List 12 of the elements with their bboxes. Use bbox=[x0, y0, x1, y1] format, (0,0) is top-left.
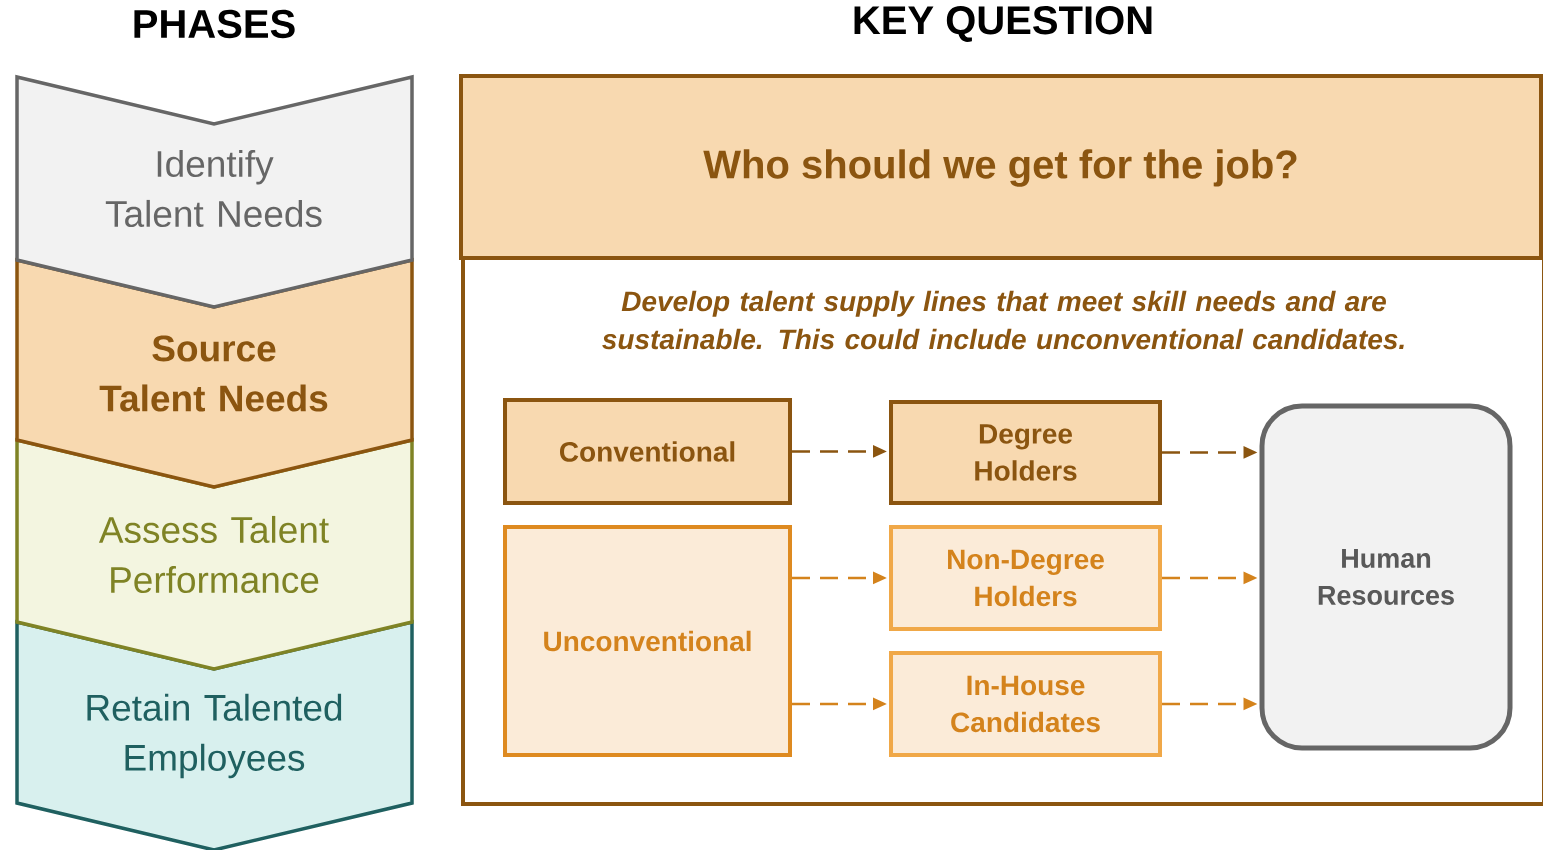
column-heading: PHASES bbox=[134, 9, 295, 39]
phase-band: Assess Talent Performance bbox=[15, 437, 414, 671]
column-heading: KEY QUESTION bbox=[854, 6, 1152, 42]
process-box: Degree Holders bbox=[889, 400, 1162, 505]
process-box: In-House Candidates bbox=[889, 651, 1162, 757]
phase-band: Retain Talented Employees bbox=[15, 619, 414, 850]
phase-band: Identify Talent Needs bbox=[15, 74, 414, 309]
rounded-box: Human Resources bbox=[1259, 403, 1513, 751]
phase-band: Source Talent Needs bbox=[15, 257, 414, 489]
process-box: Conventional bbox=[503, 398, 792, 505]
process-box: Unconventional bbox=[503, 525, 792, 757]
process-box: Non-Degree Holders bbox=[889, 525, 1162, 631]
